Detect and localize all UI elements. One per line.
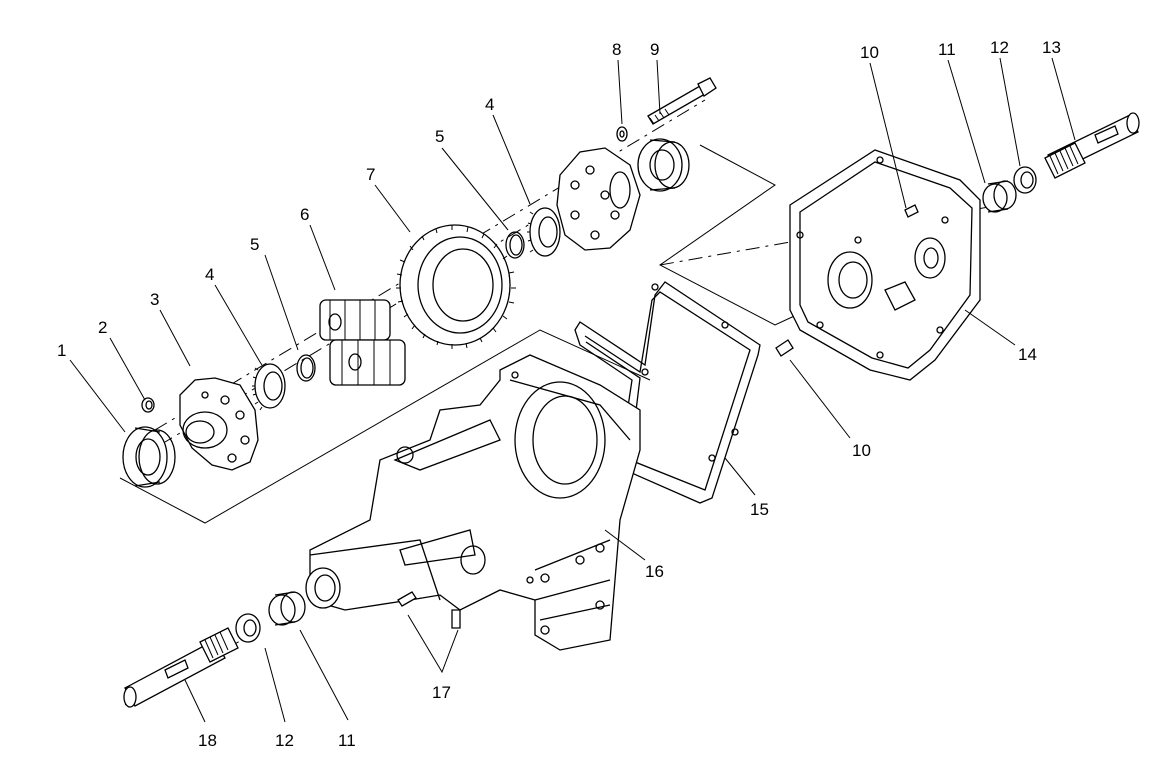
callout-9: 9	[650, 40, 659, 59]
callout-12-lower: 12	[275, 731, 294, 750]
pin-part-10	[775, 339, 794, 357]
callout-13: 13	[1042, 38, 1061, 57]
seal-part-12-lower	[235, 613, 261, 643]
callout-10-lower: 10	[852, 441, 871, 460]
washer-part-8	[616, 126, 628, 142]
callout-5-right: 5	[435, 127, 444, 146]
bushing-part-11-lower	[268, 591, 306, 626]
callout-6: 6	[300, 205, 309, 224]
callout-3: 3	[150, 290, 159, 309]
callout-18: 18	[198, 731, 217, 750]
callout-11-upper: 11	[938, 40, 956, 59]
sun-gear-part-4-left	[252, 361, 286, 411]
callout-1: 1	[57, 341, 66, 360]
callout-17: 17	[432, 683, 451, 702]
main-housing-part-16	[305, 354, 641, 651]
callout-7: 7	[366, 165, 375, 184]
callout-12-upper: 12	[990, 38, 1009, 57]
callout-8: 8	[612, 40, 621, 59]
snap-ring-part-5-right	[505, 231, 525, 259]
ring-gear-part-7	[396, 224, 516, 349]
callout-2: 2	[98, 318, 107, 337]
shaft-part-18	[123, 627, 239, 708]
ring-part-2	[141, 397, 155, 413]
seal-part-12-upper	[1013, 166, 1037, 194]
callout-15: 15	[750, 500, 769, 519]
leader-lines	[69, 57, 1076, 723]
sun-gear-part-4-right	[527, 207, 561, 257]
dowel-pins-part-17	[397, 591, 461, 629]
callout-4-left: 4	[205, 265, 214, 284]
seal-part-1	[122, 426, 176, 488]
carrier-plate-right	[556, 147, 641, 251]
planet-gears-part-6	[319, 299, 406, 386]
callout-5-left: 5	[250, 235, 259, 254]
snap-ring-part-5-left	[296, 354, 316, 382]
callout-16: 16	[645, 562, 664, 581]
callout-labels: 1 2 3 4 5 6 7 5 4 8 9 10 11 12 13 14 10 …	[57, 38, 1061, 750]
shaft-part-13	[1044, 112, 1140, 179]
seal-upper	[637, 138, 690, 192]
cover-plate-part-14	[789, 149, 981, 381]
callout-11-lower: 11	[338, 731, 356, 750]
bolt-part-9	[647, 77, 717, 125]
gasket-part-15	[574, 281, 761, 504]
bushing-part-11-upper	[982, 180, 1017, 213]
callout-14: 14	[1018, 345, 1037, 364]
callout-10-upper: 10	[860, 43, 879, 62]
carrier-plate-part-3	[179, 377, 259, 471]
callout-4-right: 4	[485, 95, 494, 114]
